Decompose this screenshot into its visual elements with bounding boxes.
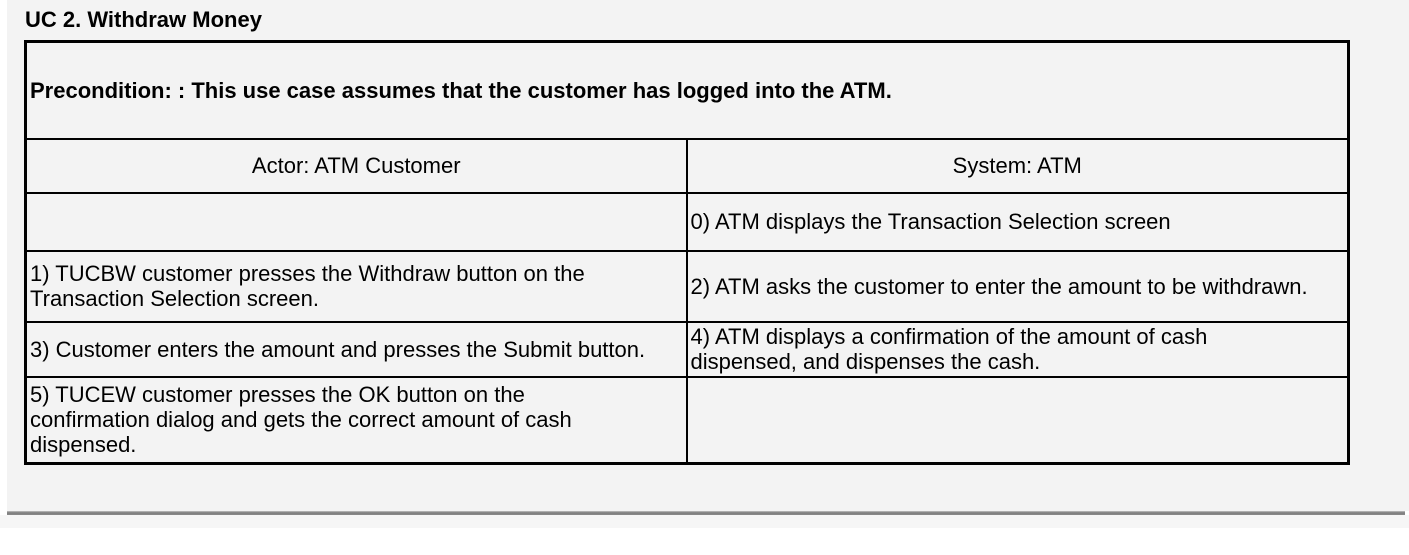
system-step-0-cell: 0) ATM displays the Transaction Selectio…: [685, 191, 1350, 252]
pane-divider[interactable]: [7, 511, 1405, 515]
column-header-row: Actor: ATM Customer System: ATM: [24, 137, 1350, 194]
bottom-margin: [0, 528, 1409, 555]
below-divider-strip: [0, 515, 1409, 528]
precondition-row: Precondition: : This use case assumes th…: [24, 40, 1350, 140]
system-step-4-cell: 4) ATM displays a confirmation of the am…: [685, 320, 1350, 378]
actor-step-5-cell: 5) TUCEW customer presses the OK button …: [24, 375, 688, 465]
actor-step-1-cell: 1) TUCBW customer presses the Withdraw b…: [24, 249, 688, 323]
actor-column-header: Actor: ATM Customer: [24, 137, 688, 194]
table-row: 0) ATM displays the Transaction Selectio…: [24, 191, 1350, 252]
use-case-table: Precondition: : This use case assumes th…: [24, 40, 1351, 465]
use-case-title: UC 2. Withdraw Money: [25, 7, 262, 32]
table-row: 5) TUCEW customer presses the OK button …: [24, 375, 1350, 465]
system-step-2-cell: 2) ATM asks the customer to enter the am…: [685, 249, 1350, 323]
document-content: UC 2. Withdraw Money Precondition: : Thi…: [7, 0, 1409, 511]
system-step-empty-cell: [685, 375, 1350, 465]
system-column-header: System: ATM: [685, 137, 1350, 194]
page-left-margin: [0, 0, 7, 511]
actor-step-empty-cell: [24, 191, 688, 252]
actor-step-3-cell: 3) Customer enters the amount and presse…: [24, 320, 688, 378]
table-row: 3) Customer enters the amount and presse…: [24, 320, 1350, 378]
precondition-cell: Precondition: : This use case assumes th…: [24, 40, 1350, 140]
table-row: 1) TUCBW customer presses the Withdraw b…: [24, 249, 1350, 323]
